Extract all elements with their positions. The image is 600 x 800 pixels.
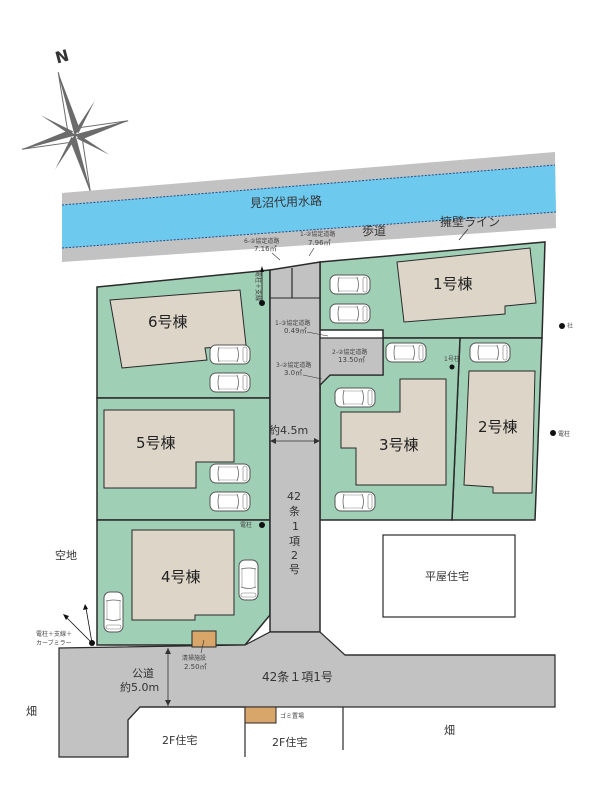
agreement-road-2-2-label: 2-②協定道路 <box>332 348 367 356</box>
car-icon <box>209 372 251 393</box>
shrine-icon <box>559 323 565 329</box>
car-icon <box>334 491 376 512</box>
building-5 <box>103 409 235 489</box>
one-story-house-label: 平屋住宅 <box>425 569 469 583</box>
agreement-road-1-2-label: 1-②協定道路 <box>300 230 335 238</box>
building-4 <box>131 529 235 621</box>
svg-text:2: 2 <box>291 549 298 562</box>
pole-mirror-label-1: 電柱＋支線＋ <box>36 630 72 638</box>
private-road <box>269 261 321 633</box>
cleaning-facility-area: 2.50㎡ <box>184 663 207 671</box>
private-road-width-label: 約4.5m <box>269 423 308 437</box>
svg-text:1: 1 <box>292 520 299 533</box>
pole-no1-label: 1号柱 <box>444 355 460 363</box>
agreement-road-1-3-label: 1-③協定道路 <box>275 319 310 327</box>
private-road-type-label: 42 条 1 項 2 号 <box>287 490 301 576</box>
building-2 <box>463 370 536 494</box>
field-right-label: 畑 <box>444 724 455 737</box>
public-road-name: 公道 <box>132 666 154 680</box>
cleaning-facility <box>191 630 217 648</box>
svg-text:42: 42 <box>287 490 301 503</box>
car-icon <box>103 591 124 633</box>
compass-rose-icon <box>21 72 129 194</box>
car-icon <box>334 387 376 408</box>
public-road <box>58 631 556 758</box>
sidewalk-label: 歩道 <box>362 223 386 238</box>
car-icon <box>469 342 511 363</box>
public-road-width-label: 約5.0m <box>120 680 159 694</box>
building-6 <box>109 289 247 369</box>
building-3-label: 3号棟 <box>379 436 419 454</box>
car-icon <box>329 303 371 324</box>
car-icon <box>238 559 259 601</box>
agreement-road-1-2-area: 7.96㎡ <box>308 239 331 247</box>
pole-icon <box>259 522 265 528</box>
pole-icon <box>550 430 556 436</box>
garbage-station-label: ゴミ置場 <box>280 712 304 720</box>
building-4-label: 4号棟 <box>161 568 201 586</box>
public-road-type-label: 42条１項1号 <box>262 670 333 684</box>
agreement-road-2-2 <box>319 337 384 387</box>
building-3 <box>340 378 447 486</box>
retaining-wall-label: 擁壁ライン <box>440 214 500 229</box>
building-5-label: 5号棟 <box>136 434 176 452</box>
car-icon <box>209 344 251 365</box>
pole-label-right: 電柱 <box>558 430 570 438</box>
car-icon <box>385 342 427 363</box>
pole-label-4: 電柱 <box>240 521 252 529</box>
building-1 <box>396 247 537 323</box>
pole-icon <box>259 300 265 306</box>
car-icon <box>209 491 251 512</box>
building-6-label: 6号棟 <box>148 313 188 331</box>
agreement-road-1-3-area: 0.49㎡ <box>284 327 307 335</box>
svg-text:項: 項 <box>289 535 300 548</box>
pole-branch-label: 電柱＋支線 <box>254 271 262 301</box>
agreement-road-6-2-label: 6-②協定道路 <box>244 237 279 245</box>
north-label: N <box>53 46 71 68</box>
two-story-house-2-label: 2F住宅 <box>272 735 307 749</box>
building-1-label: 1号棟 <box>433 275 473 293</box>
svg-text:条: 条 <box>289 504 300 518</box>
agreement-road-6-2-area: 7.16㎡ <box>254 245 277 253</box>
pole-mirror-label-2: カーブミラー <box>36 639 72 647</box>
building-2-label: 2号棟 <box>478 418 518 436</box>
car-icon <box>209 463 251 484</box>
agreement-road-3-2-label: 3-②協定道路 <box>276 361 311 369</box>
pole-icon <box>449 364 455 370</box>
agreement-road-2-2-area: 13.50㎡ <box>338 356 365 364</box>
shrine-label: 社 <box>567 322 573 330</box>
cleaning-facility-label: 清掃施設 <box>182 654 206 662</box>
svg-text:号: 号 <box>289 563 300 576</box>
agreement-road-3-2-area: 3.0㎡ <box>284 369 302 377</box>
garbage-station <box>244 706 277 724</box>
field-left-label: 畑 <box>26 705 37 718</box>
vacant-land-label: 空地 <box>55 548 77 562</box>
canal-label: 見沼代用水路 <box>250 193 322 211</box>
two-story-house-1-label: 2F住宅 <box>162 733 197 747</box>
canal-water <box>62 165 556 248</box>
one-story-house <box>382 534 516 618</box>
car-icon <box>329 274 371 295</box>
